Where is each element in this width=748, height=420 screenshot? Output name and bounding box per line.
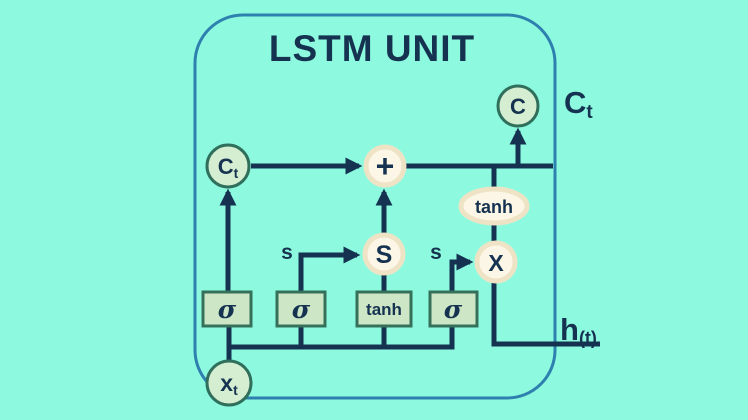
s-label-1: s: [281, 241, 293, 264]
hidden-state-output-label: h(t): [560, 312, 597, 348]
tanh-activation-node: tanh: [458, 186, 530, 226]
add-circle: [363, 144, 407, 188]
multiply-circle: [474, 240, 518, 284]
multiply-label: X: [488, 250, 504, 276]
wire-input-bus: [227, 326, 455, 350]
cell-state-prev-circle: [205, 143, 251, 189]
sigma-box-2-label: σ: [292, 295, 311, 324]
cell-state-out-label: C: [510, 94, 526, 119]
hidden-state-output-sub: (t): [579, 328, 597, 348]
cell-state-prev-main: C: [218, 154, 234, 179]
s-gate-label: S: [376, 241, 393, 269]
tanh-box-label: tanh: [366, 300, 402, 319]
s-gate-circle: [362, 232, 406, 276]
cell-state-out-node: C: [496, 84, 540, 128]
tanh-activation-label: tanh: [475, 197, 513, 217]
diagram-title: LSTM UNIT: [269, 28, 475, 69]
tanh-box-rect: [355, 290, 413, 328]
wire-multiply-to-hidden-out: [491, 282, 600, 347]
s-label-2: s: [430, 241, 442, 264]
gate-boxes: σ σ tanh σ: [201, 290, 479, 328]
multiply-node: X: [474, 240, 518, 284]
sigma-box-2: σ: [275, 290, 327, 328]
sigma-box-1-label: σ: [218, 295, 237, 324]
sigma-box-3: σ: [428, 290, 479, 328]
add-node: +: [363, 144, 407, 188]
sigma-box-3-rect: [428, 290, 479, 328]
sigma-box-1: σ: [201, 290, 253, 328]
input-main: x: [220, 370, 233, 396]
add-label: +: [376, 148, 395, 184]
cell-state-output-main: C: [564, 85, 586, 120]
cell-state-prev-label: Ct: [218, 154, 239, 181]
s-gate-node: S: [362, 232, 406, 276]
cell-state-prev-sub: t: [234, 165, 239, 181]
cell-state-prev-node: Ct: [205, 143, 251, 189]
cell-state-output-label: Ct: [564, 85, 593, 123]
cell-state-output-sub: t: [586, 102, 593, 123]
wire-sigma3-to-multiply: [449, 253, 474, 292]
lstm-unit-border: [193, 13, 557, 400]
wire-sigma2-to-s-gate: [298, 246, 361, 292]
sigma-box-1-rect: [201, 290, 253, 328]
input-node: xt: [205, 359, 253, 407]
input-label: xt: [220, 370, 238, 398]
tanh-activation-ellipse: [458, 186, 530, 226]
sigma-box-3-label: σ: [444, 295, 463, 324]
input-sub: t: [233, 382, 238, 398]
wires: [219, 127, 600, 362]
cell-state-out-circle: [496, 84, 540, 128]
input-circle: [205, 359, 253, 407]
tanh-box: tanh: [355, 290, 413, 328]
sigma-box-2-rect: [275, 290, 327, 328]
hidden-state-output-main: h: [560, 312, 579, 347]
